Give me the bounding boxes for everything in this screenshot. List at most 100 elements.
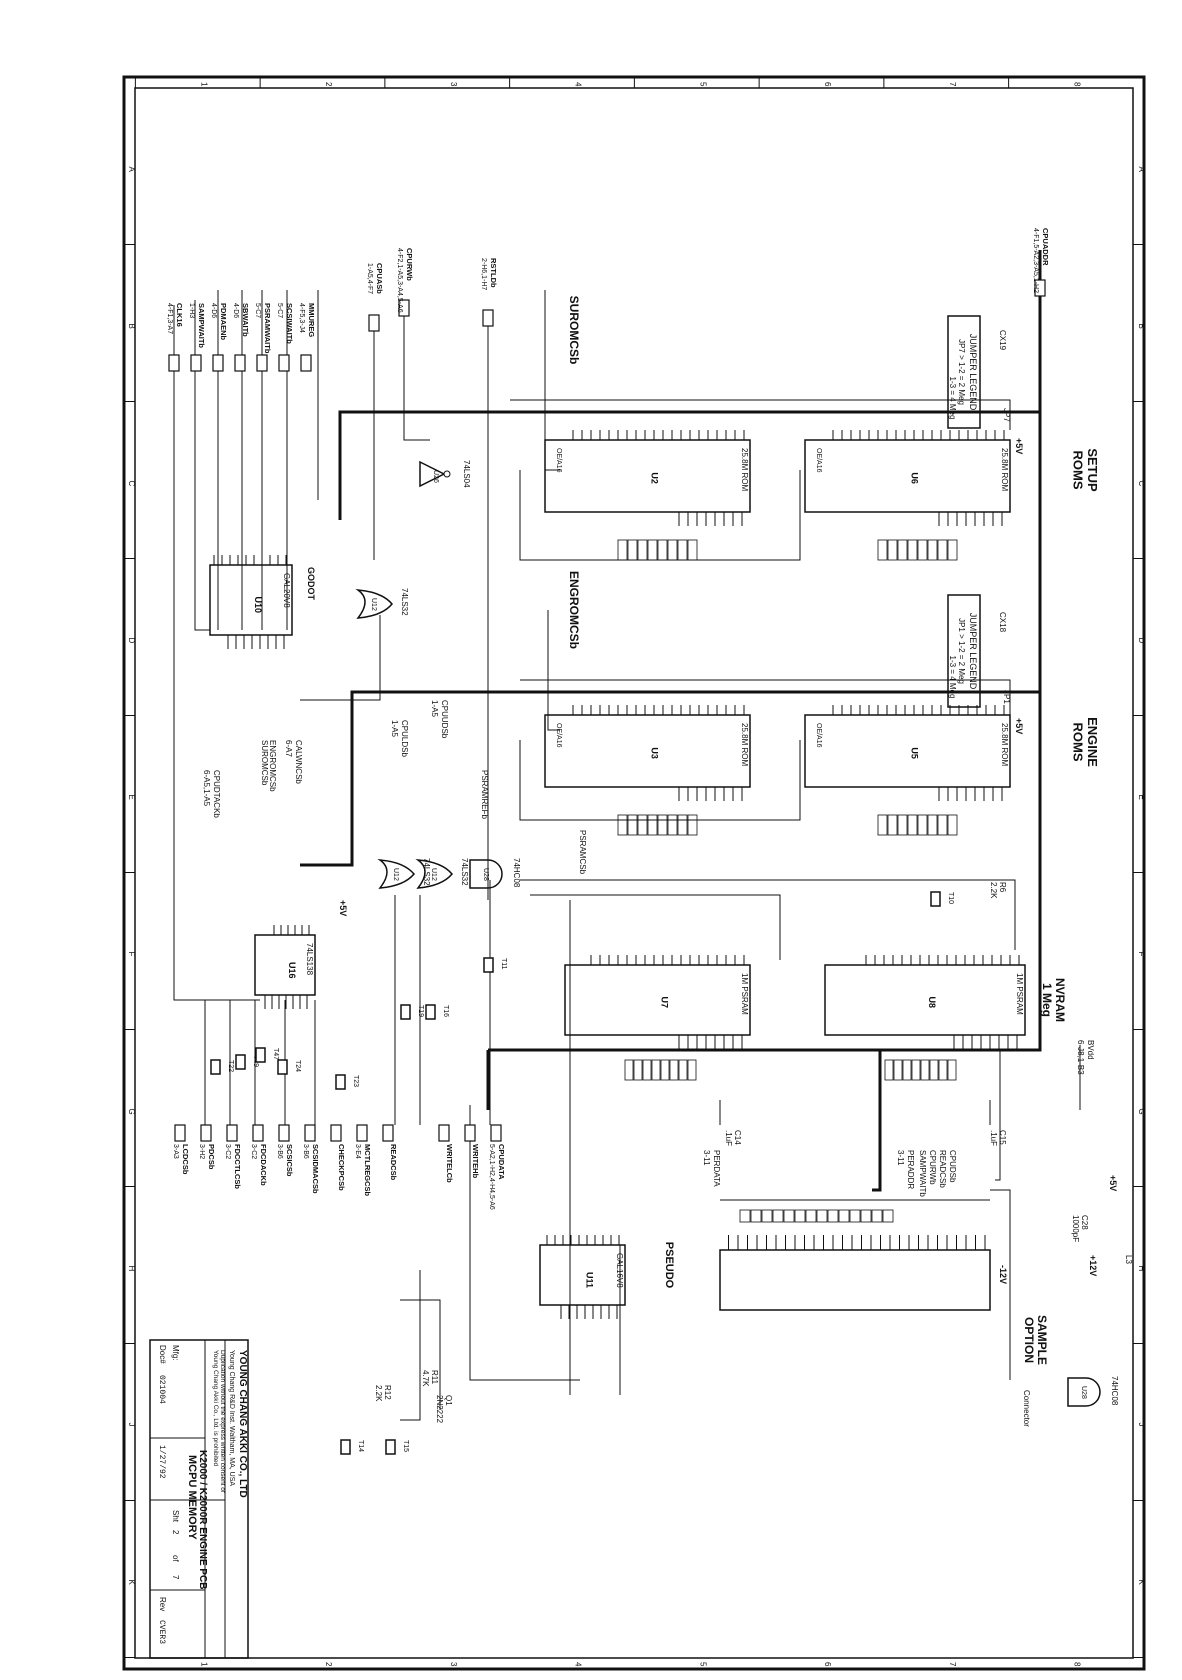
- bus-line: [927, 539, 938, 561]
- zone-letter-right-E-wrap: E: [1137, 795, 1146, 800]
- zone-letter-right-C: C: [1137, 481, 1146, 487]
- top-signal-ref-1-wrap: 2-H6,1-H7: [480, 258, 487, 290]
- top-signal-name-0-wrap: CPUADDR: [1041, 228, 1050, 266]
- jumper-legend-title: JUMPER LEGEND: [968, 334, 978, 411]
- bottom-signal-ref-0-wrap: 3-A3: [172, 1144, 179, 1159]
- zone-letter-left-D: D: [127, 638, 136, 644]
- testpoint-T24: T24: [277, 1059, 301, 1075]
- bottom-signal-name-9: WRITELCb: [445, 1144, 454, 1183]
- bus-line: [687, 539, 698, 561]
- sample-connector: [719, 1235, 991, 1311]
- bus-line: [893, 1059, 903, 1081]
- zone-letter-right-J: J: [1137, 1423, 1146, 1427]
- testpoint-T14: T14: [340, 1439, 364, 1455]
- signal-flag: [200, 1124, 212, 1142]
- engine-jumper-legend: JUMPER LEGEND JP1 > 1-2 = 2 Meg 1-3 = 4 …: [947, 594, 1011, 708]
- bottom-signal-name-8: READCSb: [389, 1144, 398, 1181]
- testpoint-label-T15-wrap: T15: [402, 1440, 409, 1452]
- zone-letter-left-E: E: [127, 795, 136, 800]
- bus-line: [627, 814, 638, 836]
- wire-engromcs: [547, 610, 560, 731]
- testpoint-label-T10-wrap: T10: [947, 892, 954, 904]
- top-signal-name-2-wrap: CPURWb: [405, 248, 414, 281]
- gate-type-u12c: 74LS32: [422, 858, 431, 886]
- bus-vertical-right: [488, 692, 1042, 1052]
- zone-number-top-6-wrap: 6: [823, 82, 832, 87]
- jp1-ref: JP1: [1002, 690, 1011, 704]
- data-bus-fan: [739, 1209, 894, 1223]
- zone-letter-left-F: F: [127, 952, 136, 957]
- bus-line: [897, 814, 908, 836]
- top-signal-name-1: RSTLDb: [489, 258, 498, 288]
- rev-number: CVER3: [157, 1620, 166, 1644]
- zone-letter-right-D-wrap: D: [1137, 638, 1146, 644]
- jumper-legend-line1-2: JP1 > 1-2 = 2 Meg: [957, 618, 966, 684]
- bus-line: [917, 814, 928, 836]
- cpuuds-ref: 1-A5: [430, 700, 439, 717]
- gate-ref-u28b: U28: [1080, 1386, 1087, 1399]
- gate-ref-u28a: U28: [482, 868, 489, 881]
- bottom-signal-ref-7-wrap: 3-E4: [354, 1144, 361, 1159]
- bus-line: [929, 1059, 939, 1081]
- copyright-line1: Duplication without the express written …: [219, 1350, 226, 1493]
- bottom-signal-ref-4-wrap: 3-B6: [276, 1144, 283, 1159]
- left-signal-name-1: SAMPWAITb: [197, 303, 206, 348]
- chip-type-u16-wrap: 74LS138: [305, 943, 314, 976]
- bus-line: [887, 539, 898, 561]
- sheet-title: MCPU MEMORY: [186, 1455, 198, 1540]
- zone-number-top-4: 4: [574, 82, 583, 87]
- chip-type-u6: 25.8M ROM: [1000, 448, 1009, 491]
- left-signal-ref-6: 4-F5,3-J4: [298, 303, 305, 333]
- peraddr-label: PERADDR: [906, 1150, 915, 1189]
- top-signal-name-2: CPURWb: [405, 248, 414, 281]
- bus-line: [882, 1209, 894, 1223]
- signal-flag: [398, 299, 410, 317]
- top-signal-ref-2: 4-F2,1-A5,3-A4,5-A6: [396, 248, 403, 313]
- zone-letter-right-C-wrap: C: [1137, 481, 1146, 487]
- testpoint-T15: T15: [385, 1439, 409, 1455]
- chip-type-u3-wrap: 25.8M ROM: [740, 723, 749, 766]
- chip-ref-u16-wrap: U16: [287, 962, 297, 979]
- gate-type-u26-wrap: 74LS04: [462, 460, 471, 488]
- sht-number: 2: [171, 1530, 180, 1535]
- bottom-signal-ref-4: 3-B6: [276, 1144, 283, 1159]
- chip-ref-u8-wrap: U8: [927, 997, 937, 1009]
- bus-line: [911, 1059, 921, 1081]
- wire-rom-ce-2: [520, 679, 1011, 720]
- plus5-label-1: +5V: [1014, 438, 1024, 454]
- testpoint-pad: [385, 1439, 396, 1455]
- bottom-signal-name-6-wrap: CHECKPCSb: [337, 1144, 346, 1191]
- cpuuds-label: CPUUDSb: [440, 700, 449, 739]
- zone-number-top-1-wrap: 1: [199, 82, 208, 87]
- signal-flag: [368, 314, 380, 332]
- wire-rom-ce-1: [510, 399, 1011, 430]
- bus-line: [761, 1209, 773, 1223]
- left-signal-name-0-wrap: CLK16: [175, 303, 184, 327]
- testpoint-pad: [483, 957, 494, 973]
- testpoint-pad: [425, 1004, 436, 1020]
- bus-line: [860, 1209, 872, 1223]
- zone-number-bottom-1-wrap: 1: [199, 1662, 208, 1667]
- zone-number-bottom-7-wrap: 7: [948, 1662, 957, 1667]
- bus-line: [633, 1059, 643, 1081]
- surom-net-label: SUROMCSb: [567, 296, 581, 365]
- zone-letter-right-H-wrap: H: [1137, 1266, 1146, 1272]
- left-signal-ref-1-wrap: 1-H3: [188, 303, 195, 318]
- bus-line: [678, 1059, 688, 1081]
- zone-letter-right-A: A: [1137, 167, 1146, 173]
- chip-ctrl-u3-wrap: OE/A16: [555, 723, 562, 748]
- zone-number-top-2-wrap: 2: [324, 82, 333, 87]
- chip-body-u6: [804, 439, 1011, 513]
- sample-signal-4: CPUDSb: [948, 1150, 957, 1183]
- bottom-signal-ref-3: 3-C2: [250, 1144, 257, 1159]
- bus-line: [750, 1209, 762, 1223]
- nvram-text: NVRAM1 Meg: [1040, 978, 1067, 1022]
